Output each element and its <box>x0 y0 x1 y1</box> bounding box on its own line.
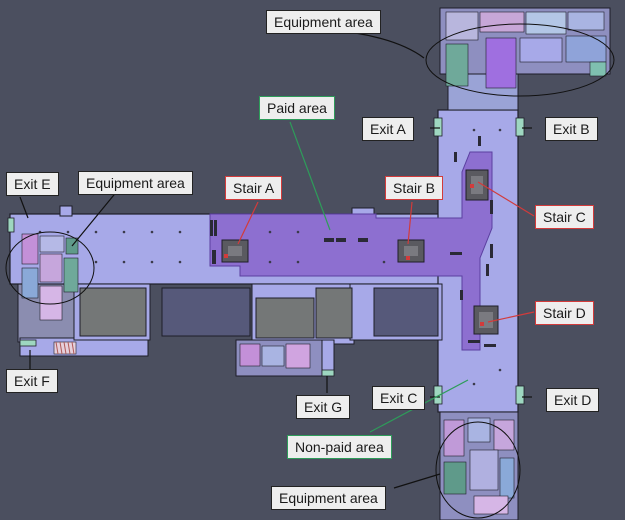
exit-d-label: Exit D <box>546 388 600 412</box>
stair-b-label: Stair B <box>385 176 444 200</box>
exit-a-label: Exit A <box>362 117 414 141</box>
non-paid-area-label: Non-paid area <box>287 435 392 459</box>
leader-lines <box>19 29 535 489</box>
paid-area-zone <box>209 151 493 351</box>
equipment-area-left-label: Equipment area <box>78 171 193 195</box>
exit-c-label: Exit C <box>372 386 426 410</box>
equipment-area-bottom-label: Equipment area <box>271 486 386 510</box>
fare-gates-and-columns <box>210 136 496 347</box>
exit-doors <box>7 117 525 405</box>
stair-d-label: Stair D <box>535 301 594 325</box>
exit-g-label: Exit G <box>296 395 351 419</box>
paid-area-label: Paid area <box>259 96 335 120</box>
annotation-ellipses <box>5 23 615 519</box>
stairs <box>221 169 499 335</box>
column-dots <box>38 128 502 386</box>
equipment-area-top-label: Equipment area <box>266 10 381 34</box>
exit-b-label: Exit B <box>545 117 598 141</box>
stair-a-label: Stair A <box>225 176 283 200</box>
equipment-area-details <box>21 11 607 515</box>
exit-e-label: Exit E <box>6 172 59 196</box>
exit-f-label: Exit F <box>6 369 58 393</box>
stair-c-label: Stair C <box>535 205 594 229</box>
